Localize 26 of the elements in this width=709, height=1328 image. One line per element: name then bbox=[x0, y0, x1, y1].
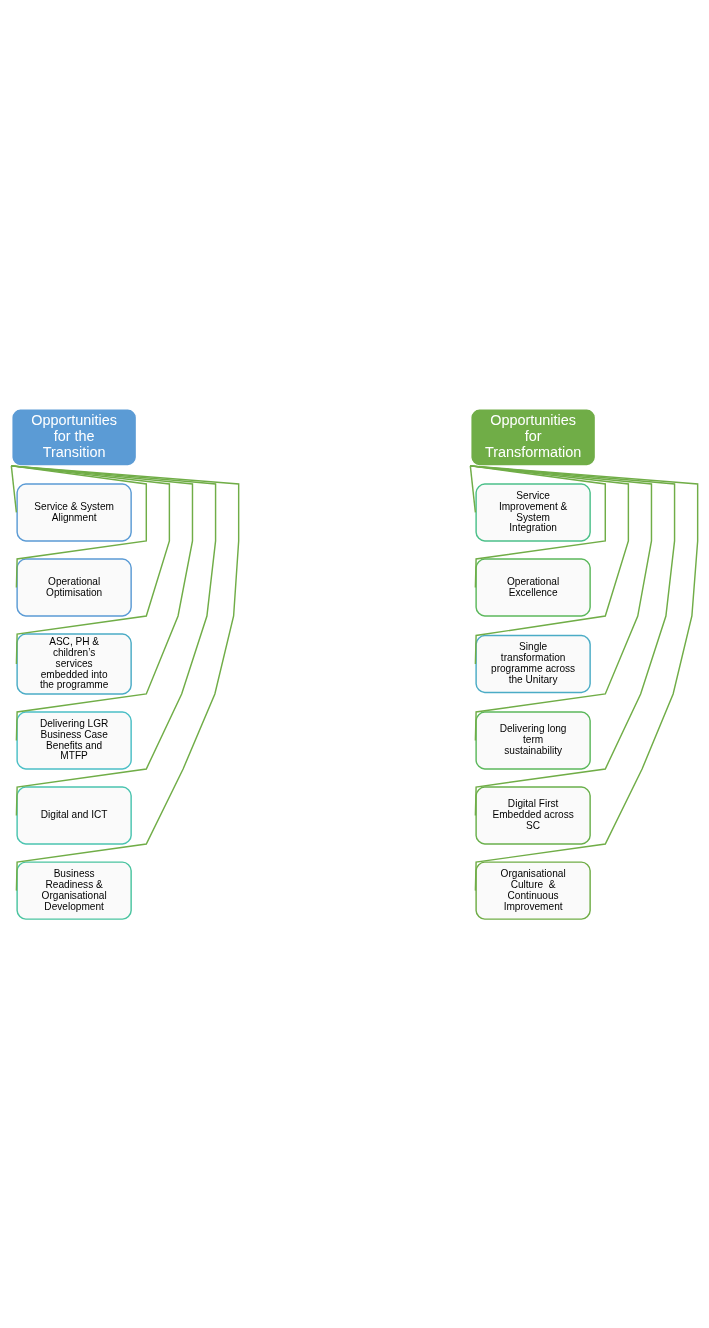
connector bbox=[10, 465, 240, 892]
node-box: Opportunities for the Transition bbox=[10, 408, 138, 467]
node-box: Single transformation programme across the Unitary bbox=[475, 634, 591, 694]
connector bbox=[10, 465, 194, 742]
node-box: Operational Optimisation bbox=[16, 558, 132, 617]
node-box: Delivering LGR Business Case Benefits and MTFP bbox=[16, 711, 132, 770]
connector bbox=[469, 465, 699, 892]
connector bbox=[10, 465, 18, 514]
node-box: ASC, PH & children’s services embedded into the programme bbox=[16, 633, 132, 695]
node-box: Service & System Alignment bbox=[16, 483, 132, 542]
connector bbox=[469, 465, 676, 817]
connector bbox=[10, 465, 217, 817]
node-box: Opportunities for Transformation bbox=[469, 408, 597, 467]
connector bbox=[10, 465, 147, 589]
node-box: Service Improvement & System Integration bbox=[475, 483, 591, 542]
connector bbox=[469, 465, 653, 742]
node-box: Digital and ICT bbox=[16, 786, 132, 845]
connector bbox=[469, 465, 630, 665]
connector bbox=[469, 465, 606, 589]
node-box: Operational Excellence bbox=[475, 558, 591, 617]
node-box: Business Readiness & Organisational Development bbox=[16, 861, 132, 920]
connector bbox=[10, 465, 171, 665]
node-box: Organisational Culture & Continuous Improvement bbox=[475, 861, 591, 920]
node-box: Digital First Embedded across SC bbox=[475, 786, 591, 845]
connector bbox=[469, 465, 477, 514]
node-box: Delivering long term sustainability bbox=[475, 711, 591, 770]
